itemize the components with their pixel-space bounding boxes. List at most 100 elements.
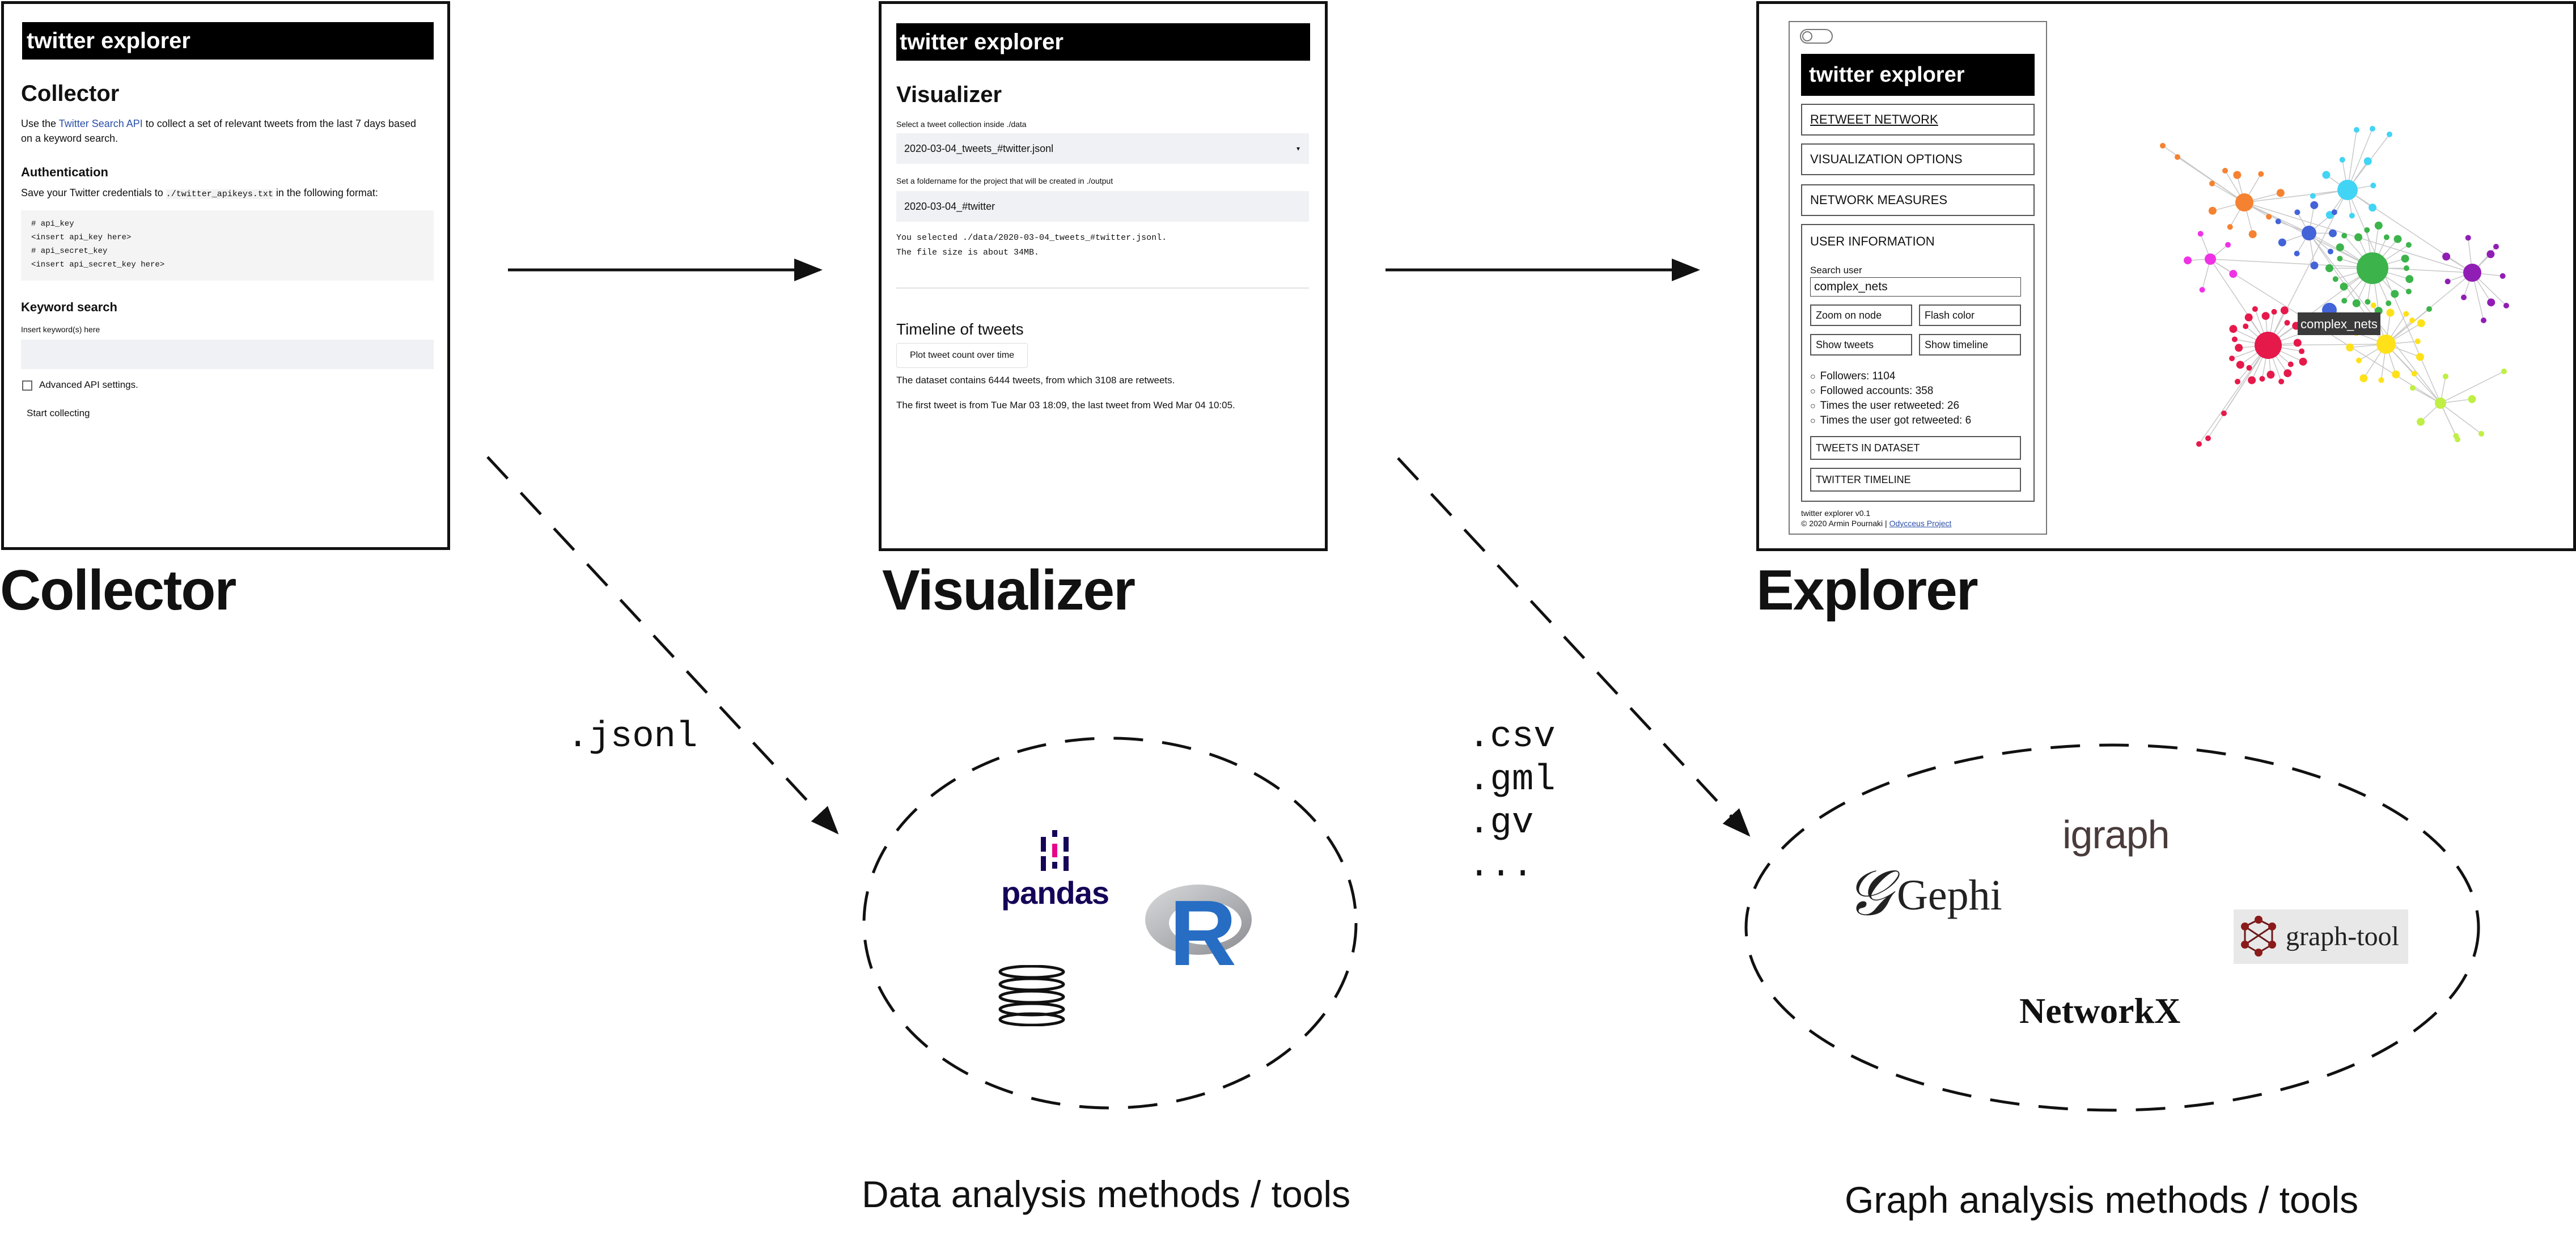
network-leaf-node[interactable] — [2327, 248, 2333, 255]
network-leaf-node[interactable] — [2259, 376, 2265, 382]
flash-color-button[interactable]: Flash color — [1919, 304, 2021, 326]
network-leaf-node[interactable] — [2340, 282, 2348, 291]
network-leaf-node[interactable] — [2355, 357, 2362, 363]
folder-input[interactable]: 2020-03-04_#twitter — [896, 191, 1309, 222]
network-outer-node[interactable] — [2455, 437, 2460, 442]
network-leaf-node[interactable] — [2248, 376, 2256, 384]
network-leaf-node[interactable] — [2363, 157, 2372, 166]
network-leaf-node[interactable] — [2341, 298, 2348, 304]
network-leaf-node[interactable] — [2310, 201, 2319, 209]
network-leaf-node[interactable] — [2468, 395, 2476, 403]
network-leaf-node[interactable] — [2233, 171, 2242, 179]
tweets-in-dataset-button[interactable]: TWEETS IN DATASET — [1810, 436, 2021, 460]
network-leaf-node[interactable] — [2370, 302, 2376, 308]
network-leaf-node[interactable] — [2383, 234, 2389, 240]
network-hub-node[interactable] — [2205, 253, 2216, 265]
network-outer-node[interactable] — [2205, 435, 2211, 441]
keyword-input[interactable] — [21, 340, 434, 369]
network-outer-node[interactable] — [2370, 126, 2375, 132]
collection-select[interactable]: 2020-03-04_tweets_#twitter.jsonl ▾ — [896, 133, 1309, 164]
network-hub-node[interactable] — [2463, 264, 2481, 282]
network-leaf-node[interactable] — [2374, 221, 2383, 230]
network-leaf-node[interactable] — [2442, 252, 2451, 261]
network-hub-node[interactable] — [2337, 180, 2358, 200]
network-leaf-node[interactable] — [2386, 308, 2395, 317]
network-leaf-node[interactable] — [2299, 348, 2305, 354]
network-leaf-node[interactable] — [2349, 213, 2355, 219]
search-user-input[interactable]: complex_nets — [1810, 277, 2021, 297]
network-leaf-node[interactable] — [2339, 156, 2345, 163]
network-leaf-node[interactable] — [2236, 361, 2244, 369]
network-leaf-node[interactable] — [2411, 371, 2417, 377]
network-leaf-node[interactable] — [2271, 308, 2277, 315]
network-leaf-node[interactable] — [2227, 224, 2233, 230]
network-leaf-node[interactable] — [2332, 276, 2338, 282]
network-leaf-node[interactable] — [2266, 214, 2272, 220]
network-leaf-node[interactable] — [2401, 255, 2409, 263]
network-leaf-node[interactable] — [2386, 300, 2392, 306]
network-outer-node[interactable] — [2222, 168, 2228, 174]
twitter-timeline-button[interactable]: TWITTER TIMELINE — [1810, 468, 2021, 492]
network-leaf-node[interactable] — [2404, 265, 2409, 271]
network-leaf-node[interactable] — [2352, 299, 2361, 307]
network-leaf-node[interactable] — [2370, 183, 2376, 189]
start-collecting-button[interactable]: Start collecting — [27, 408, 90, 418]
network-leaf-node[interactable] — [2266, 370, 2275, 379]
network-measures-button[interactable]: NETWORK MEASURES — [1801, 184, 2035, 216]
theme-toggle[interactable] — [1800, 29, 1833, 44]
network-leaf-node[interactable] — [2294, 251, 2300, 257]
network-outer-node[interactable] — [2354, 127, 2359, 133]
show-tweets-button[interactable]: Show tweets — [1810, 334, 1912, 356]
network-outer-node[interactable] — [2481, 318, 2486, 323]
network-leaf-node[interactable] — [2378, 377, 2384, 383]
network-leaf-node[interactable] — [2405, 289, 2412, 295]
network-leaf-node[interactable] — [2278, 238, 2286, 247]
network-outer-node[interactable] — [2493, 244, 2499, 249]
network-leaf-node[interactable] — [2409, 385, 2416, 391]
network-leaf-node[interactable] — [2199, 287, 2205, 293]
network-leaf-node[interactable] — [2284, 320, 2290, 326]
network-leaf-node[interactable] — [2208, 206, 2217, 215]
show-timeline-button[interactable]: Show timeline — [1919, 334, 2021, 356]
network-leaf-node[interactable] — [2248, 230, 2257, 239]
network-leaf-node[interactable] — [2328, 229, 2337, 238]
network-leaf-node[interactable] — [2275, 218, 2281, 225]
network-leaf-node[interactable] — [2235, 344, 2243, 352]
network-leaf-node[interactable] — [2461, 294, 2467, 301]
network-outer-node[interactable] — [2160, 143, 2166, 149]
network-leaf-node[interactable] — [2442, 373, 2448, 379]
network-outer-node[interactable] — [2503, 303, 2509, 308]
network-outer-node[interactable] — [2501, 369, 2507, 374]
network-leaf-node[interactable] — [2252, 306, 2258, 312]
network-leaf-node[interactable] — [2359, 374, 2368, 383]
network-outer-node[interactable] — [2175, 154, 2180, 160]
network-leaf-node[interactable] — [2243, 323, 2249, 329]
twitter-search-api-link[interactable]: Twitter Search API — [58, 118, 143, 129]
network-leaf-node[interactable] — [2417, 417, 2425, 426]
network-leaf-node[interactable] — [2499, 273, 2506, 279]
network-outer-node[interactable] — [2235, 379, 2240, 384]
network-leaf-node[interactable] — [2336, 243, 2344, 252]
network-leaf-node[interactable] — [2229, 270, 2238, 278]
network-leaf-node[interactable] — [2444, 278, 2451, 285]
network-leaf-node[interactable] — [2294, 209, 2300, 215]
network-leaf-node[interactable] — [2393, 235, 2402, 243]
network-leaf-node[interactable] — [2280, 306, 2289, 315]
network-leaf-node[interactable] — [2278, 378, 2285, 384]
network-leaf-node[interactable] — [2209, 180, 2215, 187]
network-outer-node[interactable] — [2387, 132, 2392, 137]
network-outer-node[interactable] — [2426, 306, 2432, 312]
network-leaf-node[interactable] — [2405, 275, 2414, 284]
network-leaf-node[interactable] — [2310, 261, 2319, 270]
network-leaf-node[interactable] — [2416, 353, 2424, 361]
network-leaf-node[interactable] — [2465, 235, 2471, 241]
network-leaf-node[interactable] — [2337, 256, 2343, 262]
network-leaf-node[interactable] — [2310, 193, 2316, 199]
network-leaf-node[interactable] — [2246, 365, 2252, 371]
retweet-network-button[interactable]: RETWEET NETWORK — [1801, 104, 2035, 136]
network-leaf-node[interactable] — [2391, 290, 2399, 298]
network-leaf-node[interactable] — [2293, 338, 2302, 347]
network-hub-node[interactable] — [2357, 252, 2388, 284]
network-leaf-node[interactable] — [2405, 242, 2412, 248]
network-leaf-node[interactable] — [2322, 171, 2331, 179]
